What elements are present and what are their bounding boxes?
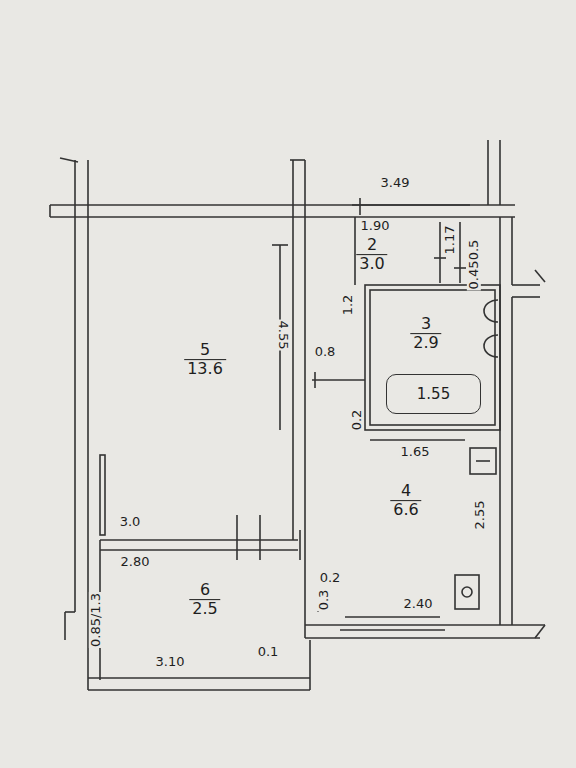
room-number: 4	[390, 482, 421, 501]
dimension-label: 2.80	[120, 555, 151, 569]
dimension-label: 1.65	[400, 445, 431, 459]
dimension-label: 0.1	[257, 645, 280, 659]
dimension-label: 0.45	[467, 260, 481, 291]
dimension-label: 4.55	[276, 320, 290, 351]
room-number: 2	[356, 236, 387, 255]
room-area: 3.0	[356, 256, 387, 274]
room-label: 513.6	[184, 341, 226, 379]
dimension-label: 3.10	[155, 655, 186, 669]
room: 513.6	[88, 218, 293, 540]
dimension-label: 1.17	[443, 225, 457, 256]
dimension-label: 3.0	[119, 515, 142, 529]
dimension-label: 0.85/1.3	[89, 592, 103, 648]
room-label: 46.6	[390, 482, 421, 520]
room-number: 6	[189, 581, 220, 600]
room-label: 62.5	[189, 581, 220, 619]
bathtub: 1.55	[386, 374, 481, 414]
dimension-label: 0.2	[319, 571, 342, 585]
dimension-label: 3.49	[380, 176, 411, 190]
room-label: 32.9	[410, 315, 441, 353]
room-label: 23.0	[356, 236, 387, 274]
room: 32.9 1.55	[366, 286, 499, 429]
room: 46.6	[306, 431, 500, 624]
dimension-label: 0.3	[317, 589, 331, 612]
dimension-label: 0.5	[467, 239, 481, 262]
dimension-label: 2.40	[403, 597, 434, 611]
dimension-label: 1.2	[341, 294, 355, 317]
room-area: 13.6	[184, 361, 226, 379]
dimension-label: 2.55	[473, 500, 487, 531]
dimension-label: 0.8	[314, 345, 337, 359]
room-area: 2.5	[189, 601, 220, 619]
room-area: 2.9	[410, 335, 441, 353]
room-number: 5	[184, 341, 226, 360]
room-area: 6.6	[390, 502, 421, 520]
dimension-label: 0.2	[350, 409, 364, 432]
dimension-label: 1.90	[360, 219, 391, 233]
room-number: 3	[410, 315, 441, 334]
room-area: 1.55	[417, 385, 450, 403]
